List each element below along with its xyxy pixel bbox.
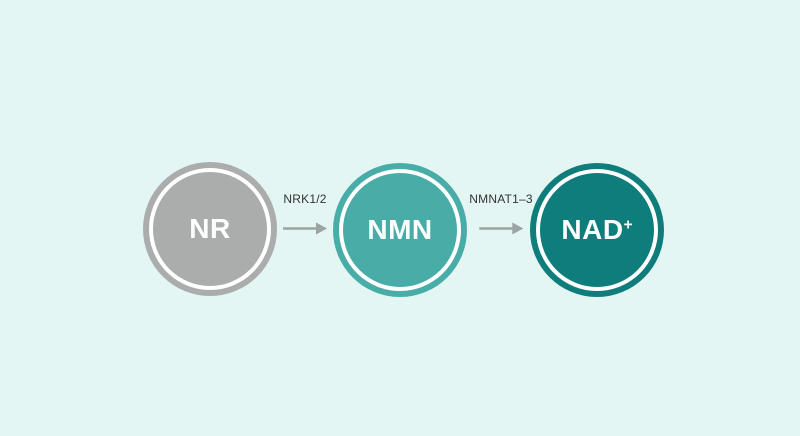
node-nad-label: NAD+ bbox=[561, 216, 632, 244]
node-nmn-label: NMN bbox=[367, 214, 433, 245]
right-arrow-icon bbox=[479, 222, 523, 235]
enzyme-label-nrk: NRK1/2 bbox=[283, 192, 327, 206]
reaction-nmn-to-nad: NMNAT1–3 bbox=[469, 192, 533, 236]
right-arrow-icon bbox=[283, 222, 327, 235]
reaction-nr-to-nmn: NRK1/2 bbox=[282, 193, 328, 236]
arrow-head bbox=[316, 222, 327, 235]
node-nad-superscript: + bbox=[623, 216, 633, 234]
arrow-head bbox=[512, 222, 523, 235]
node-nr-label: NR bbox=[189, 213, 231, 244]
node-nad-text: NAD bbox=[561, 214, 624, 245]
node-nmn-circle: NMN bbox=[333, 163, 467, 297]
node-nr-circle: NR bbox=[143, 162, 277, 296]
node-nad-circle: NAD+ bbox=[530, 163, 664, 297]
enzyme-label-nmnat: NMNAT1–3 bbox=[469, 192, 533, 206]
